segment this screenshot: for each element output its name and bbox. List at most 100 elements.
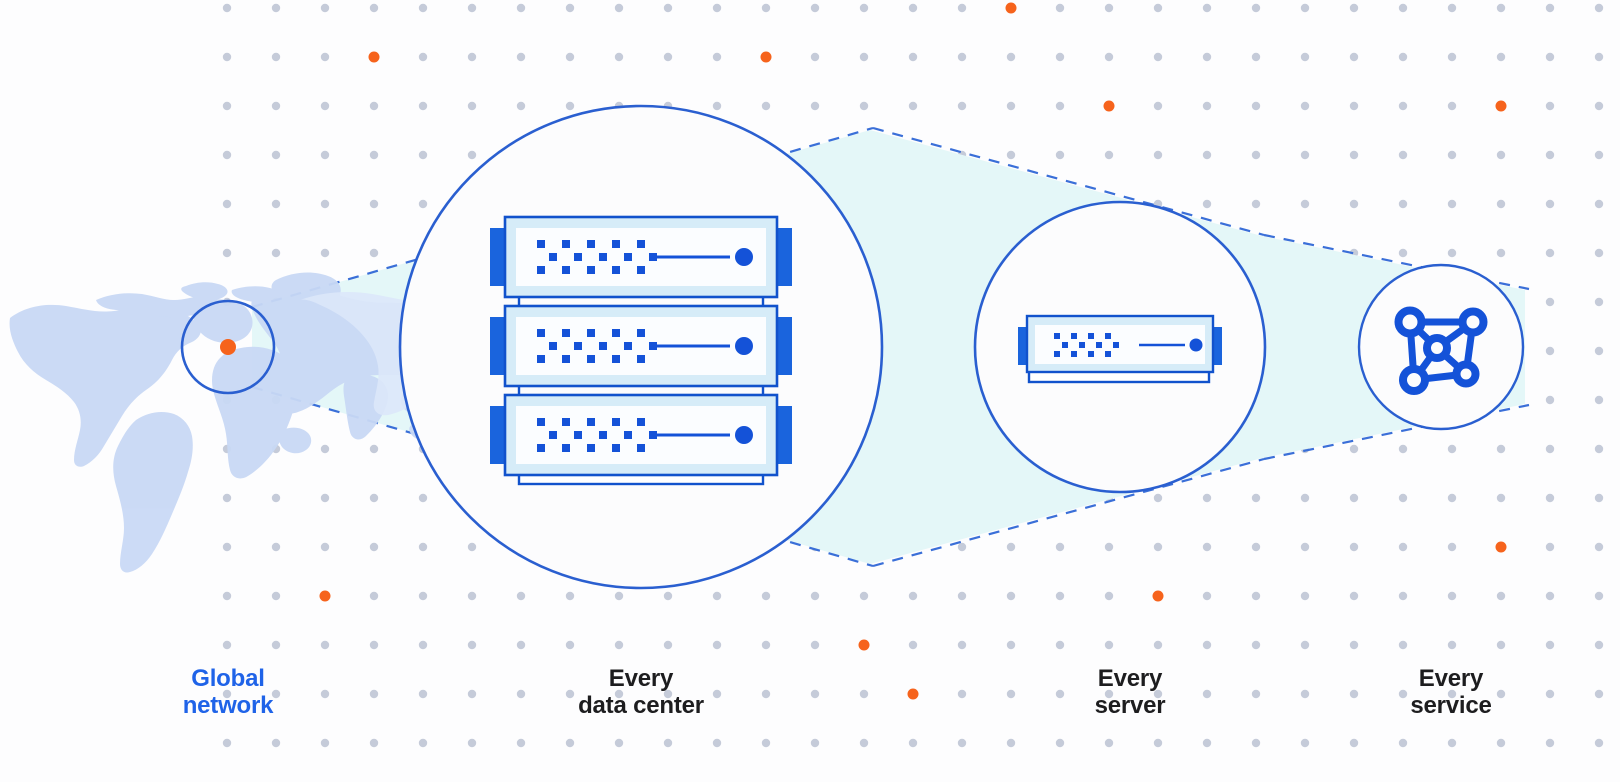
grid-dot: [418, 640, 428, 650]
grid-dot: [1300, 689, 1310, 699]
grid-dot: [271, 3, 281, 13]
grid-dot: [467, 689, 477, 699]
grid-dot: [467, 591, 477, 601]
grid-dot: [1496, 640, 1506, 650]
grid-dot: [1398, 3, 1408, 13]
grid-dot: [1202, 640, 1212, 650]
grid-dot: [1447, 493, 1457, 503]
grid-dot-highlight: [368, 51, 380, 63]
grid-dot: [1447, 3, 1457, 13]
grid-dot: [1349, 591, 1359, 601]
grid-dot: [810, 591, 820, 601]
grid-dot: [614, 52, 624, 62]
server-rack-icon: [490, 215, 792, 486]
grid-dot: [1594, 689, 1604, 699]
grid-dot: [1006, 689, 1016, 699]
grid-dot: [1104, 52, 1114, 62]
caption-data-center: Every data center: [578, 665, 704, 719]
grid-dot: [565, 689, 575, 699]
grid-dot: [516, 738, 526, 748]
grid-dot: [712, 738, 722, 748]
grid-dot: [1300, 101, 1310, 111]
grid-dot: [418, 199, 428, 209]
grid-dot: [810, 52, 820, 62]
grid-dot: [1447, 591, 1457, 601]
grid-dot: [1594, 297, 1604, 307]
grid-dot: [320, 640, 330, 650]
grid-dot: [1153, 542, 1163, 552]
grid-dot: [1594, 52, 1604, 62]
grid-dot: [663, 689, 673, 699]
stage-server[interactable]: [973, 200, 1267, 494]
grid-dot: [1202, 52, 1212, 62]
grid-dot: [1594, 591, 1604, 601]
grid-dot: [1104, 738, 1114, 748]
network-node-center: [1423, 334, 1451, 362]
grid-dot: [516, 101, 526, 111]
grid-dot: [1055, 591, 1065, 601]
grid-dot: [663, 591, 673, 601]
grid-dot: [1006, 542, 1016, 552]
grid-dot: [1447, 689, 1457, 699]
grid-dot: [222, 689, 232, 699]
global-network-circle[interactable]: [180, 299, 276, 395]
grid-dot: [1447, 52, 1457, 62]
grid-dot: [1006, 640, 1016, 650]
grid-dot: [1104, 542, 1114, 552]
grid-dot: [1202, 591, 1212, 601]
grid-dot: [369, 101, 379, 111]
grid-dot: [712, 3, 722, 13]
grid-dot: [1055, 640, 1065, 650]
grid-dot: [320, 444, 330, 454]
grid-dot: [418, 591, 428, 601]
grid-dot: [1447, 640, 1457, 650]
grid-dot: [1300, 150, 1310, 160]
grid-dot: [418, 738, 428, 748]
grid-dot: [1153, 52, 1163, 62]
rack-unit-3: [490, 393, 792, 477]
grid-dot: [1545, 248, 1555, 258]
grid-dot: [1545, 346, 1555, 356]
grid-dot: [1398, 150, 1408, 160]
grid-dot: [1447, 444, 1457, 454]
grid-dot: [1006, 101, 1016, 111]
grid-dot: [1251, 52, 1261, 62]
global-network-marker-dot: [220, 339, 236, 355]
grid-dot: [516, 640, 526, 650]
grid-dot: [859, 738, 869, 748]
stage-data-center[interactable]: [398, 104, 884, 590]
grid-dot: [1300, 542, 1310, 552]
grid-dot: [1104, 689, 1114, 699]
grid-dot: [565, 591, 575, 601]
grid-dot: [1594, 199, 1604, 209]
grid-dot: [1202, 3, 1212, 13]
grid-dot: [712, 640, 722, 650]
grid-dot: [1398, 248, 1408, 258]
grid-dot: [467, 738, 477, 748]
grid-dot: [1300, 591, 1310, 601]
grid-dot: [369, 199, 379, 209]
grid-dot: [1300, 640, 1310, 650]
grid-dot: [467, 3, 477, 13]
rack-unit-2-status-dot: [735, 337, 753, 355]
grid-dot: [271, 150, 281, 160]
grid-dot: [320, 542, 330, 552]
stage-global-network[interactable]: [180, 299, 276, 395]
grid-dot: [271, 591, 281, 601]
grid-dot: [1251, 689, 1261, 699]
grid-dot: [1496, 3, 1506, 13]
grid-dot: [271, 738, 281, 748]
grid-dot: [1055, 52, 1065, 62]
grid-dot: [565, 738, 575, 748]
grid-dot: [1545, 101, 1555, 111]
grid-dot: [369, 248, 379, 258]
grid-dot: [1349, 689, 1359, 699]
grid-dot: [1398, 542, 1408, 552]
grid-dot: [712, 52, 722, 62]
grid-dot: [1398, 640, 1408, 650]
stage-service[interactable]: [1357, 263, 1525, 431]
grid-dot: [810, 640, 820, 650]
grid-dot: [1594, 542, 1604, 552]
grid-dot: [614, 689, 624, 699]
grid-dot: [1447, 248, 1457, 258]
